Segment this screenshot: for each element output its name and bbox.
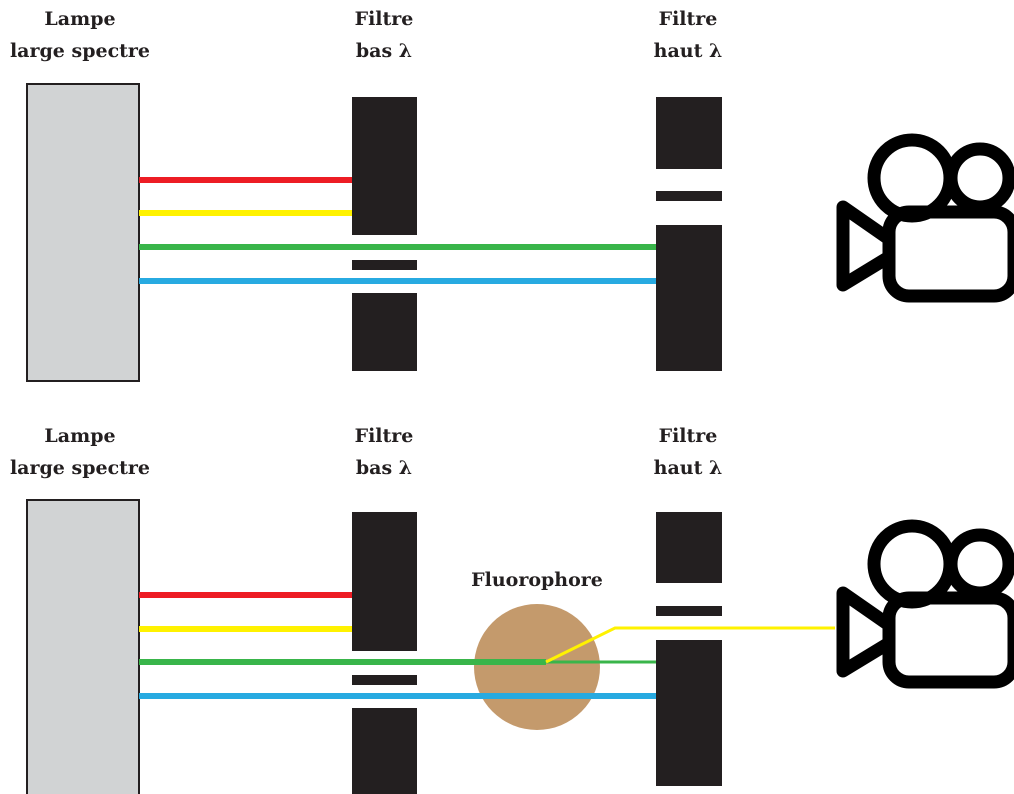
fluorophore [474, 604, 600, 730]
emitted-yellow-beam [545, 626, 835, 664]
panel-bottom: Lampe large spectre Filtre bas λ Filtre … [10, 425, 1014, 794]
lamp-label-line1: Lampe [44, 425, 115, 447]
lamp-label-line2: large spectre [10, 40, 150, 62]
filter-high-label-line1: Filtre [659, 425, 718, 447]
filter-low [352, 97, 417, 371]
filter-high [656, 512, 722, 786]
lamp [26, 499, 140, 794]
filter-high [656, 97, 722, 371]
lamp-label-line1: Lampe [44, 8, 115, 30]
filter-low [352, 512, 417, 794]
filter-high-label-line2: haut λ [654, 457, 723, 479]
filter-low-label-line1: Filtre [355, 425, 414, 447]
video-camera-icon [836, 519, 1014, 689]
filter-low-label-line1: Filtre [355, 8, 414, 30]
filter-low-label-line2: bas λ [356, 457, 412, 479]
lamp [26, 83, 140, 382]
filter-low-label-line2: bas λ [356, 40, 412, 62]
fluorophore-label: Fluorophore [471, 569, 603, 591]
filter-high-label-line2: haut λ [654, 40, 723, 62]
video-camera-icon [836, 133, 1014, 303]
lamp-label-line2: large spectre [10, 457, 150, 479]
filter-high-label-line1: Filtre [659, 8, 718, 30]
panel-top: Lampe large spectre Filtre bas λ Filtre … [10, 8, 1014, 382]
